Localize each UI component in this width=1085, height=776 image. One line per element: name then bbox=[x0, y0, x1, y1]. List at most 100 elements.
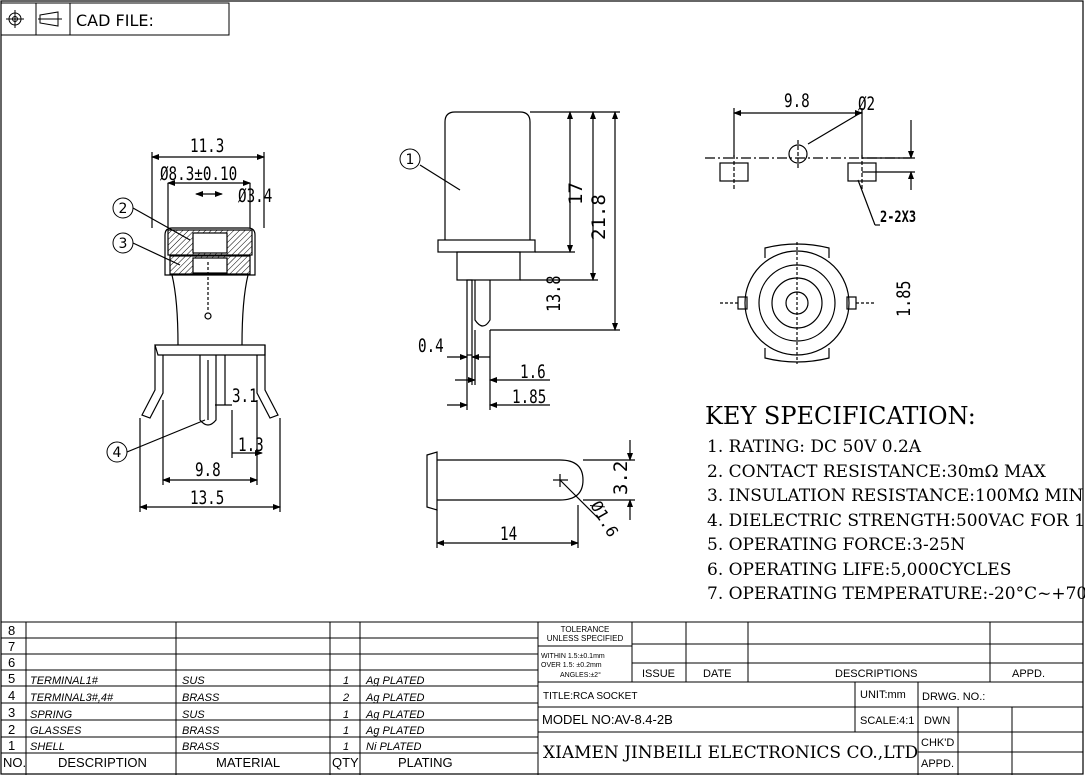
dim-total-width: 13.5 bbox=[190, 486, 224, 509]
dim-pin-length: 3.1 bbox=[232, 384, 258, 407]
bom-row-5-no: 5 bbox=[8, 671, 15, 686]
bom-row-8-no: 8 bbox=[8, 623, 15, 638]
callout-1-label: 1 bbox=[406, 152, 415, 168]
callout-3-label: 3 bbox=[119, 236, 128, 252]
spec-operating-force: 5. OPERATING FORCE:3-25N bbox=[707, 535, 965, 555]
callout-balloons: 2 3 4 1 bbox=[106, 148, 421, 463]
dim-pin-gap1: 1.6 bbox=[520, 360, 546, 383]
dim-h1: 13.8 bbox=[543, 275, 565, 312]
tolerance-angles: ANGLES:±2° bbox=[560, 671, 601, 679]
bom-row-1-material: BRASS bbox=[182, 741, 220, 753]
dim-top-hole: Ø2 bbox=[858, 92, 875, 115]
dim-pin-diameter: Ø1.6 bbox=[587, 498, 623, 541]
bom-row-4-description: TERMINAL3#,4# bbox=[30, 692, 114, 704]
top-view-labels: 9.8 Ø2 1.85 2-2X3 bbox=[784, 89, 916, 317]
projection-symbol-icon bbox=[6, 10, 62, 28]
issue-header: ISSUE bbox=[642, 668, 675, 680]
front-view-labels: 11.3 Ø8.3±0.10 Ø3.4 3.1 1.3 9.8 13.5 bbox=[160, 134, 272, 509]
unit-label: UNIT:mm bbox=[860, 689, 906, 701]
pin-view bbox=[426, 440, 635, 548]
dim-top-spacing: 9.8 bbox=[784, 89, 810, 112]
side-view-labels: 13.8 17 21.8 0.4 1.6 1.85 bbox=[418, 182, 610, 407]
bom-row-1-plating: Ni PLATED bbox=[366, 741, 421, 753]
dim-pin-spacing: 9.8 bbox=[195, 458, 221, 481]
callout-4 bbox=[106, 441, 128, 463]
bom-row-6-no: 6 bbox=[8, 655, 15, 670]
bom-header-plating: PLATING bbox=[398, 755, 453, 770]
bom-header-description: DESCRIPTION bbox=[58, 755, 147, 770]
title-block bbox=[538, 621, 1083, 775]
date-header: DATE bbox=[703, 668, 732, 680]
dim-pin-height: 3.2 bbox=[610, 461, 632, 495]
bom-row-5-description: TERMINAL1# bbox=[30, 675, 99, 687]
bom-row-5-material: SUS bbox=[182, 675, 205, 687]
callout-1 bbox=[399, 148, 421, 170]
drawing-title: TITLE:RCA SOCKET bbox=[543, 691, 637, 702]
dim-pin-offset: 1.3 bbox=[238, 433, 264, 456]
bom-row-4-material: BRASS bbox=[182, 692, 220, 704]
bom-header-material: MATERIAL bbox=[216, 755, 280, 770]
bom-row-5-plating: Ag PLATED bbox=[365, 675, 425, 687]
front-section-view bbox=[126, 152, 281, 512]
spec-operating-life: 6. OPERATING LIFE:5,000CYCLES bbox=[707, 560, 1011, 580]
drwg-no-label: DRWG. NO.: bbox=[922, 691, 985, 703]
key-specification: KEY SPECIFICATION: 1. RATING: DC 50V 0.2… bbox=[705, 402, 1085, 604]
company-name: XIAMEN JINBEILI ELECTRONICS CO.,LTD bbox=[543, 743, 918, 763]
appd-sign-label: APPD. bbox=[921, 758, 954, 770]
dim-top-offset: 1.85 bbox=[893, 280, 915, 317]
bom-cells: 8 7 6 5 4 3 2 1 TERMINAL1# TERMINAL3#,4#… bbox=[8, 623, 425, 753]
model-number: MODEL NO:AV-8.4-2B bbox=[542, 712, 673, 727]
cad-file-label: CAD FILE: bbox=[76, 11, 154, 30]
dim-h2: 17 bbox=[565, 182, 587, 205]
bom-row-7-no: 7 bbox=[8, 639, 15, 654]
callout-2-label: 2 bbox=[119, 201, 128, 217]
key-spec-title: KEY SPECIFICATION: bbox=[705, 402, 976, 430]
bom-row-3-material: SUS bbox=[182, 709, 205, 721]
bom-row-5-qty: 1 bbox=[343, 675, 349, 687]
bom-row-3-plating: Ag PLATED bbox=[365, 709, 425, 721]
dim-pin-gap2: 1.85 bbox=[512, 385, 546, 408]
bom-row-1-description: SHELL bbox=[30, 741, 65, 753]
pin-view-labels: 14 3.2 Ø1.6 bbox=[500, 461, 632, 545]
bom-header: NO. DESCRIPTION MATERIAL QTY PLATING bbox=[3, 755, 453, 770]
chkd-label: CHK'D bbox=[921, 737, 954, 749]
dwn-label: DWN bbox=[924, 715, 950, 727]
title-block-text: TOLERANCE UNLESS SPECIFIED WITHIN 1.5:±0… bbox=[541, 625, 1045, 770]
spec-dielectric-strength: 4. DIELECTRIC STRENGTH:500VAC FOR 1Min bbox=[707, 511, 1085, 531]
bom-row-3-qty: 1 bbox=[343, 709, 349, 721]
dim-inner-diameter: Ø8.3±0.10 bbox=[160, 162, 237, 185]
bom-row-3-description: SPRING bbox=[30, 709, 73, 721]
dim-pin-length-14: 14 bbox=[500, 522, 517, 545]
callout-4-label: 4 bbox=[113, 445, 122, 461]
unless-specified-label: UNLESS SPECIFIED bbox=[547, 634, 624, 643]
side-view bbox=[419, 111, 620, 410]
bom-row-2-plating: Ag PLATED bbox=[365, 725, 425, 737]
bom-table bbox=[1, 621, 539, 775]
bom-row-1-no: 1 bbox=[8, 738, 15, 753]
tolerance-over: OVER 1.5: ±0.2mm bbox=[541, 662, 602, 669]
header-block: CAD FILE: bbox=[0, 2, 230, 36]
callout-3 bbox=[112, 232, 134, 254]
scale-label: SCALE:4:1 bbox=[860, 715, 914, 727]
dim-h3: 21.8 bbox=[588, 194, 610, 240]
spec-contact-resistance: 2. CONTACT RESISTANCE:30mΩ MAX bbox=[707, 462, 1047, 482]
spec-insulation-resistance: 3. INSULATION RESISTANCE:100MΩ MIN bbox=[707, 486, 1083, 506]
bom-row-4-qty: 2 bbox=[342, 692, 349, 704]
bom-row-1-qty: 1 bbox=[343, 741, 349, 753]
bom-row-3-no: 3 bbox=[8, 705, 15, 720]
bom-header-no: NO. bbox=[3, 755, 26, 770]
bom-row-2-description: GLASSES bbox=[30, 725, 82, 737]
bom-row-2-no: 2 bbox=[8, 722, 15, 737]
bom-row-4-plating: Ag PLATED bbox=[365, 692, 425, 704]
bom-header-qty: QTY bbox=[332, 755, 359, 770]
bom-row-2-qty: 1 bbox=[343, 725, 349, 737]
top-view bbox=[705, 108, 915, 364]
bom-row-2-material: BRASS bbox=[182, 725, 220, 737]
appd-header: APPD. bbox=[1012, 668, 1045, 680]
tolerance-within: WITHIN 1.5:±0.1mm bbox=[541, 653, 605, 660]
dim-top-slots: 2-2X3 bbox=[880, 208, 916, 226]
bom-row-4-no: 4 bbox=[8, 688, 15, 703]
descriptions-header: DESCRIPTIONS bbox=[835, 668, 918, 680]
